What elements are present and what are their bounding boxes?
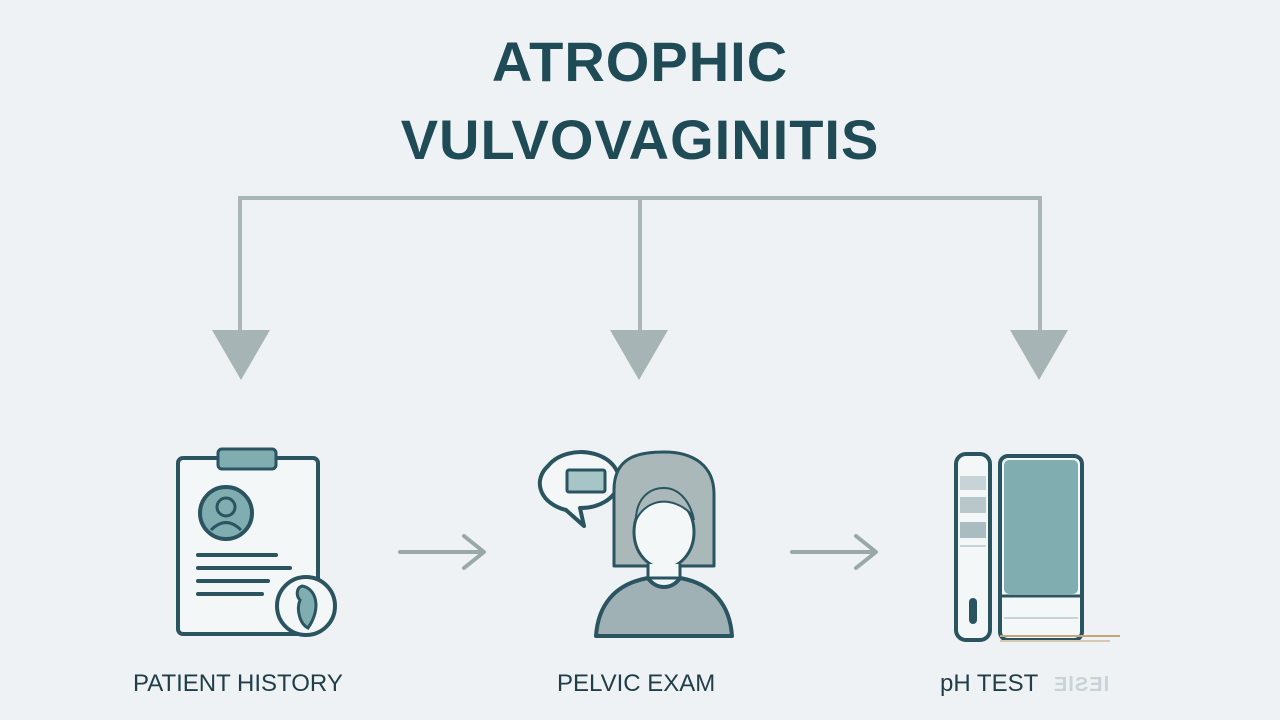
arrow-down-icon [1010,330,1068,380]
arrow-right-icon [790,534,878,570]
clipboard-patient-record-icon [176,447,337,637]
ph-test-strip-icon [954,452,1120,642]
step-label-ph-test-extra: ƎlƧƎl [1054,674,1111,696]
step-label-ph-test: pH TEST [940,670,1039,697]
arrow-down-icon [610,330,668,380]
patient-speech-bubble-icon [537,450,734,638]
diagram-title-line-2: VULVOVAGINITIS [400,108,880,171]
branch-connector [238,196,1042,332]
arrow-down-icon [212,330,270,380]
step-label-patient-history: PATIENT HISTORY [133,670,343,697]
arrow-right-icon [398,534,486,570]
step-label-pelvic-exam: PELVIC EXAM [557,670,716,697]
diagram-title-line-1: ATROPHIC [491,30,789,93]
